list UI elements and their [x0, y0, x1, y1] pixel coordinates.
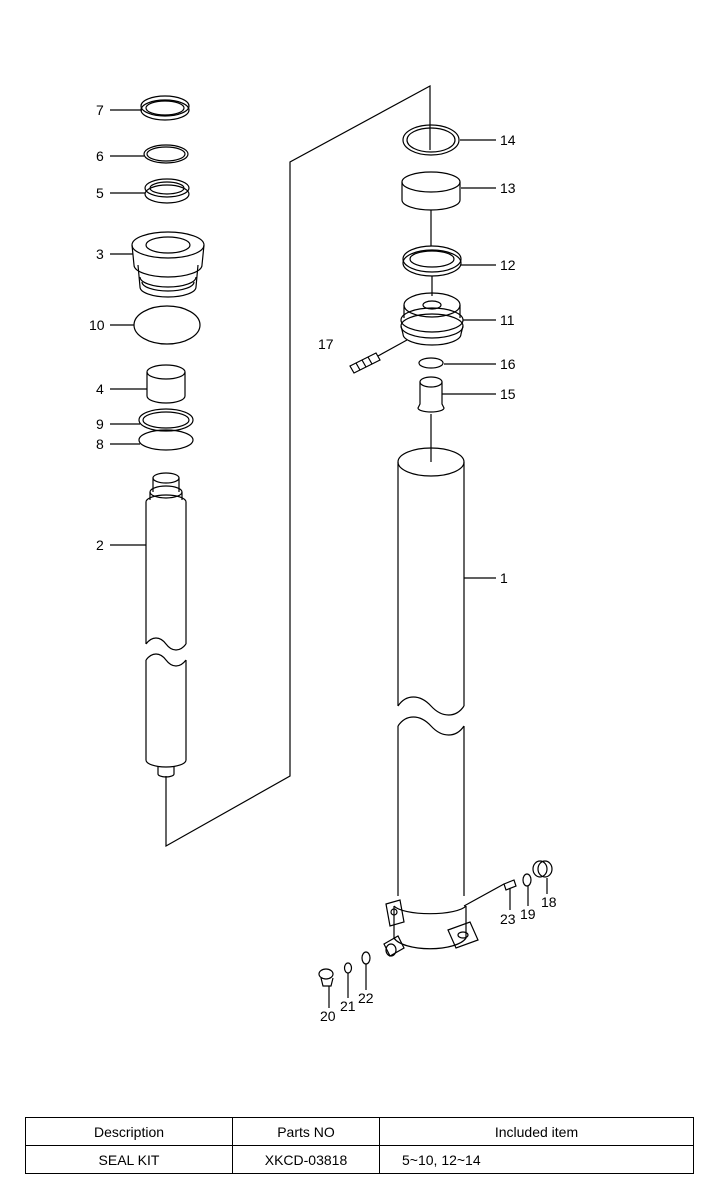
callout-10: 10 [89, 317, 105, 333]
part-13-wear-ring [401, 171, 461, 211]
part-5-seal [144, 178, 190, 204]
callout-11: 11 [500, 312, 515, 328]
table-header-row: Description Parts NO Included item [25, 1117, 694, 1146]
part-4-bushing [146, 364, 186, 404]
part-3-gland [131, 231, 205, 298]
part-8-backup-ring [138, 429, 194, 451]
callout-7: 7 [96, 102, 104, 118]
part-1-tube [383, 447, 505, 957]
callout-15: 15 [500, 386, 516, 402]
callout-1: 1 [500, 570, 508, 586]
callout-4: 4 [96, 381, 104, 397]
table-row: SEAL KIT XKCD-03818 5~10, 12~14 [25, 1145, 694, 1174]
callout-12: 12 [500, 257, 516, 273]
callout-22: 22 [358, 990, 374, 1006]
callout-6: 6 [96, 148, 104, 164]
parts-table: Description Parts NO Included item SEAL … [25, 1117, 694, 1174]
callout-14: 14 [500, 132, 516, 148]
callout-17: 17 [318, 336, 334, 352]
part-12-seal [402, 245, 462, 277]
part-22-oring [361, 951, 371, 990]
part-18-plug [532, 860, 553, 894]
leader-lines [110, 109, 496, 579]
part-21-oring [343, 962, 353, 998]
header-included-item: Included item [379, 1117, 694, 1146]
callout-23: 23 [500, 911, 516, 927]
part-11-piston [400, 292, 464, 346]
exploded-parts-diagram: 7 6 5 3 10 4 9 8 2 14 13 12 11 17 16 15 … [89, 84, 557, 1024]
part-2-rod [145, 472, 187, 778]
callout-13: 13 [500, 180, 516, 196]
callout-8: 8 [96, 436, 104, 452]
callout-labels: 7 6 5 3 10 4 9 8 2 14 13 12 11 17 16 15 … [89, 102, 557, 1024]
part-19-oring [522, 873, 532, 906]
part-20-plug [318, 968, 334, 1008]
part-16-oring [418, 357, 444, 369]
callout-3: 3 [96, 246, 104, 262]
callout-5: 5 [96, 185, 104, 201]
header-description: Description [25, 1117, 233, 1146]
part-6-oring [143, 144, 189, 164]
part-23-fitting [503, 879, 517, 910]
part-10-oring [133, 305, 201, 345]
cell-description: SEAL KIT [25, 1145, 233, 1174]
part-9-ring [138, 408, 194, 432]
callout-21: 21 [340, 998, 356, 1014]
part-14-ring [402, 124, 460, 156]
callout-9: 9 [96, 416, 104, 432]
header-parts-no: Parts NO [232, 1117, 380, 1146]
part-7-ring [140, 95, 190, 121]
cell-parts-no: XKCD-03818 [232, 1145, 380, 1174]
callout-16: 16 [500, 356, 516, 372]
callout-18: 18 [541, 894, 557, 910]
callout-19: 19 [520, 906, 536, 922]
part-17-set-screw [349, 339, 408, 374]
cell-included-item: 5~10, 12~14 [379, 1145, 694, 1174]
callout-2: 2 [96, 537, 104, 553]
part-15-sleeve [417, 376, 445, 413]
callout-20: 20 [320, 1008, 336, 1024]
assembly-guide-line [165, 84, 431, 848]
